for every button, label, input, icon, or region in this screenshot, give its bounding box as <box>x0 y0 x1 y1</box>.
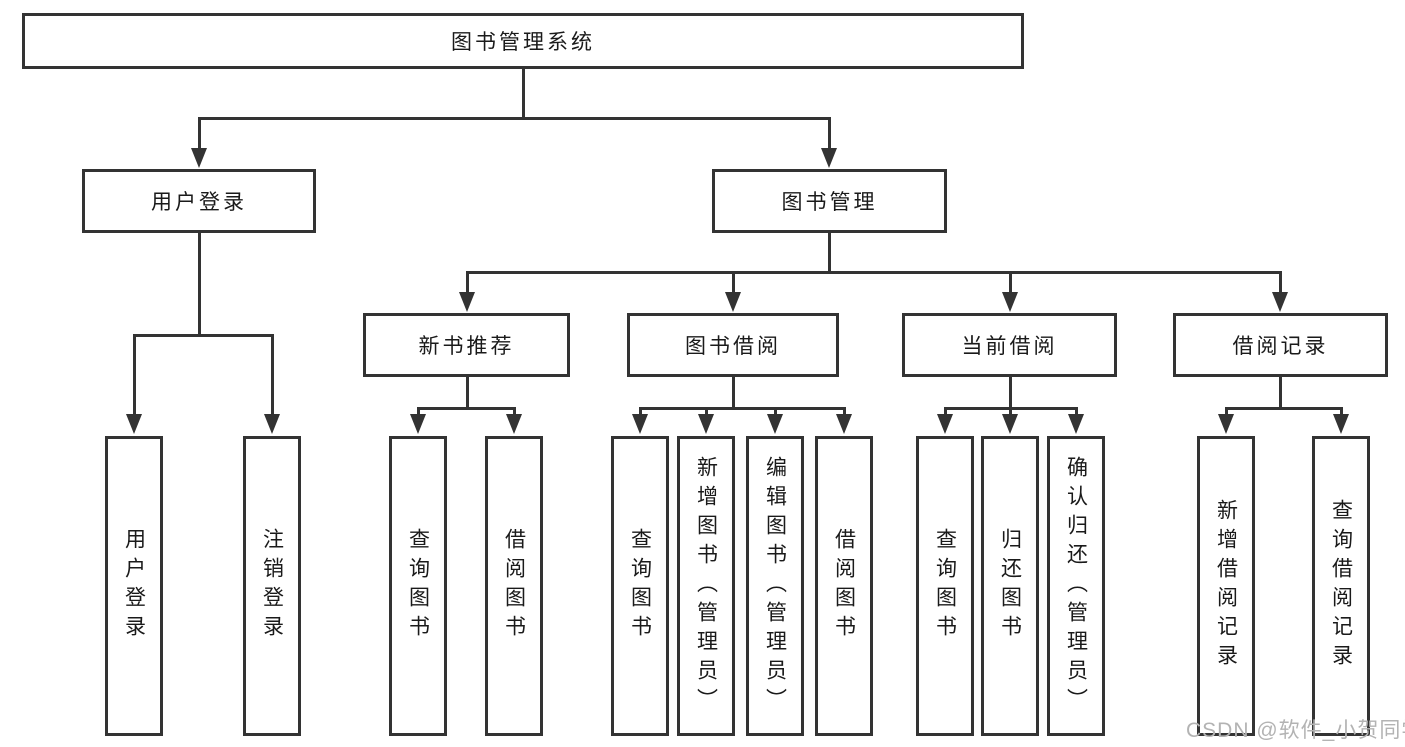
connector-line <box>639 407 642 417</box>
connector-line <box>417 407 420 417</box>
connector-line <box>828 233 831 274</box>
node-new-book-recommend: 新书推荐 <box>363 313 570 377</box>
connector-line <box>466 271 469 295</box>
arrow-down-icon <box>191 148 207 168</box>
arrow-down-icon <box>767 414 783 434</box>
node-current-borrow: 当前借阅 <box>902 313 1117 377</box>
arrow-down-icon <box>459 292 475 312</box>
connector-line <box>1225 407 1343 410</box>
connector-line <box>774 407 777 417</box>
connector-line <box>466 271 1282 274</box>
arrow-down-icon <box>725 292 741 312</box>
arrow-down-icon <box>264 414 280 434</box>
connector-line <box>1225 407 1228 417</box>
leaf-return-books: 归还图书 <box>981 436 1039 736</box>
csdn-watermark: CSDN @软件_小贺同学 <box>1186 719 1405 742</box>
connector-line <box>639 407 846 410</box>
arrow-down-icon <box>506 414 522 434</box>
arrow-down-icon <box>1002 292 1018 312</box>
connector-line <box>417 407 516 410</box>
arrow-down-icon <box>836 414 852 434</box>
node-book-borrow: 图书借阅 <box>627 313 839 377</box>
arrow-down-icon <box>1002 414 1018 434</box>
connector-line <box>705 407 708 417</box>
connector-line <box>513 407 516 417</box>
arrow-down-icon <box>1068 414 1084 434</box>
connector-line <box>466 377 469 409</box>
leaf-user-login: 用户登录 <box>105 436 163 736</box>
node-borrow-records: 借阅记录 <box>1173 313 1388 377</box>
arrow-down-icon <box>1333 414 1349 434</box>
node-book-management: 图书管理 <box>712 169 947 233</box>
connector-line <box>1009 377 1012 409</box>
connector-line <box>198 117 831 120</box>
arrow-down-icon <box>1272 292 1288 312</box>
connector-line <box>843 407 846 417</box>
connector-line <box>732 377 735 409</box>
connector-line <box>1340 407 1343 417</box>
arrow-down-icon <box>698 414 714 434</box>
leaf-query-books-borrow: 查询图书 <box>611 436 669 736</box>
connector-line <box>133 334 274 337</box>
leaf-edit-books-admin: 编辑图书（管理员） <box>746 436 804 736</box>
leaf-add-borrow-record: 新增借阅记录 <box>1197 436 1255 736</box>
leaf-query-books-current: 查询图书 <box>916 436 974 736</box>
connector-line <box>133 334 136 416</box>
leaf-query-borrow-record: 查询借阅记录 <box>1312 436 1370 736</box>
connector-line <box>1279 271 1282 295</box>
connector-line <box>271 334 274 416</box>
connector-line <box>198 117 201 150</box>
arrow-down-icon <box>937 414 953 434</box>
connector-line <box>1075 407 1078 417</box>
connector-line <box>522 69 525 119</box>
node-user-login: 用户登录 <box>82 169 316 233</box>
connector-line <box>198 233 201 337</box>
leaf-borrow-books-recommend: 借阅图书 <box>485 436 543 736</box>
connector-line <box>1009 407 1012 417</box>
connector-line <box>944 407 947 417</box>
arrow-down-icon <box>410 414 426 434</box>
leaf-query-books-recommend: 查询图书 <box>389 436 447 736</box>
connector-line <box>1279 377 1282 409</box>
connector-line <box>732 271 735 295</box>
arrow-down-icon <box>126 414 142 434</box>
connector-line <box>828 117 831 150</box>
arrow-down-icon <box>821 148 837 168</box>
arrow-down-icon <box>1218 414 1234 434</box>
leaf-confirm-return-admin: 确认归还（管理员） <box>1047 436 1105 736</box>
arrow-down-icon <box>632 414 648 434</box>
connector-line <box>1009 271 1012 295</box>
leaf-borrow-books: 借阅图书 <box>815 436 873 736</box>
leaf-logout: 注销登录 <box>243 436 301 736</box>
leaf-add-books-admin: 新增图书（管理员） <box>677 436 735 736</box>
node-root: 图书管理系统 <box>22 13 1024 69</box>
